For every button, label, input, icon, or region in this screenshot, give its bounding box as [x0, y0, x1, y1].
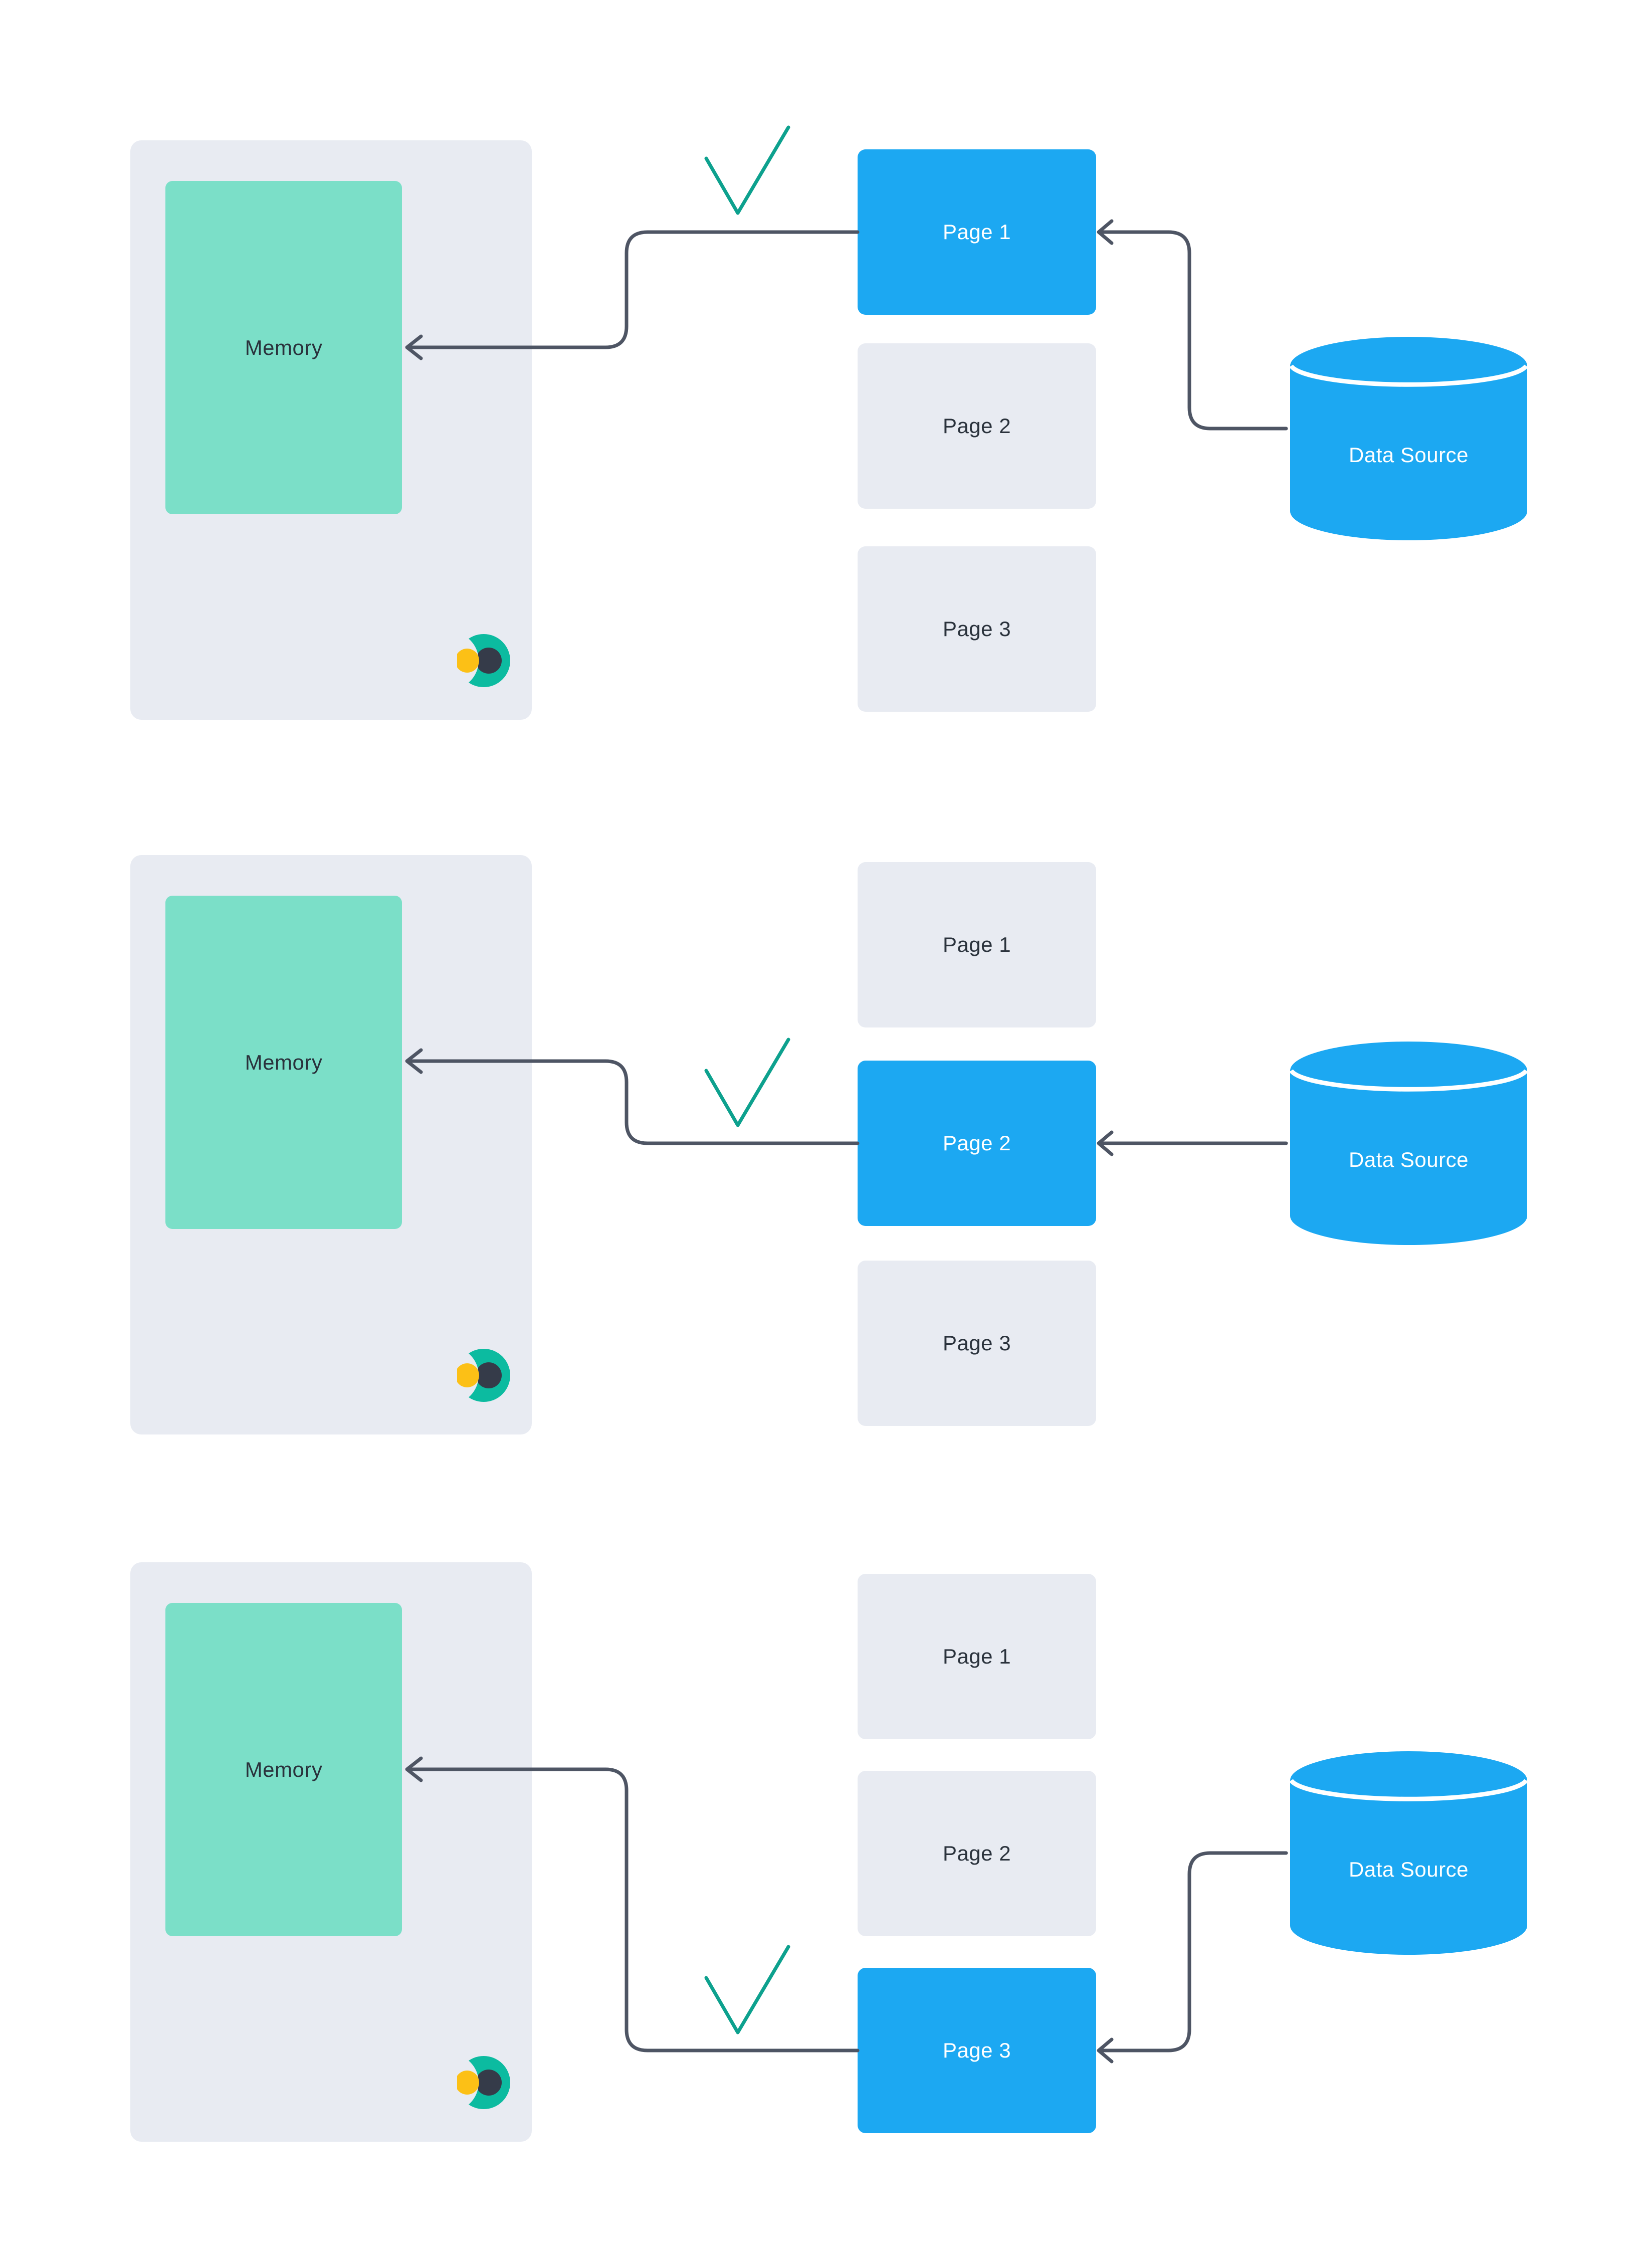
- page-label: Page 1: [942, 1645, 1011, 1668]
- memory-label: Memory: [245, 1757, 323, 1781]
- page-label: Page 2: [942, 1131, 1011, 1155]
- left-arrow-connector: [1097, 219, 1288, 431]
- datasource-cylinder: Data Source: [1289, 1750, 1528, 1956]
- page-box: Page 1: [858, 149, 1096, 315]
- page-label: Page 2: [942, 1841, 1011, 1865]
- logrocket-logo-icon: [457, 633, 510, 689]
- page-box: Page 3: [858, 546, 1096, 712]
- checkmark-icon: [704, 1945, 790, 2034]
- page-box: Page 3: [858, 1968, 1096, 2133]
- page-box: Page 2: [858, 343, 1096, 509]
- left-arrow-connector: [1097, 1851, 1288, 2064]
- memory-box: Memory: [165, 181, 402, 514]
- memory-panel: Memory: [130, 855, 532, 1434]
- page-label: Page 1: [942, 220, 1011, 244]
- page-label: Page 1: [942, 933, 1011, 956]
- memory-label: Memory: [245, 335, 323, 359]
- database-cylinder-icon: [1289, 337, 1528, 540]
- page-label: Page 3: [942, 2038, 1011, 2062]
- checkmark-icon: [704, 125, 790, 215]
- memory-panel: Memory: [130, 1562, 532, 2142]
- logrocket-logo-icon: [457, 1347, 510, 1403]
- database-cylinder-icon: [1289, 1042, 1528, 1245]
- datasource-cylinder: Data Source: [1289, 336, 1528, 541]
- memory-box: Memory: [165, 1603, 402, 1936]
- left-arrow-connector: [1097, 1130, 1288, 1156]
- memory-label: Memory: [245, 1050, 323, 1074]
- datasource-label: Data Source: [1349, 1147, 1469, 1171]
- page-label: Page 3: [942, 1331, 1011, 1355]
- datasource-cylinder: Data Source: [1289, 1041, 1528, 1246]
- page-box: Page 1: [858, 1574, 1096, 1739]
- logrocket-logo-icon: [457, 2054, 510, 2111]
- page-label: Page 2: [942, 414, 1011, 438]
- checkmark-icon: [704, 1038, 790, 1127]
- page-box: Page 3: [858, 1261, 1096, 1426]
- page-box: Page 2: [858, 1061, 1096, 1226]
- datasource-label: Data Source: [1349, 443, 1469, 467]
- memory-box: Memory: [165, 896, 402, 1229]
- datasource-label: Data Source: [1349, 1857, 1469, 1881]
- page-label: Page 3: [942, 617, 1011, 641]
- page-box: Page 1: [858, 862, 1096, 1027]
- database-cylinder-icon: [1289, 1751, 1528, 1955]
- page-box: Page 2: [858, 1771, 1096, 1936]
- memory-panel: Memory: [130, 140, 532, 720]
